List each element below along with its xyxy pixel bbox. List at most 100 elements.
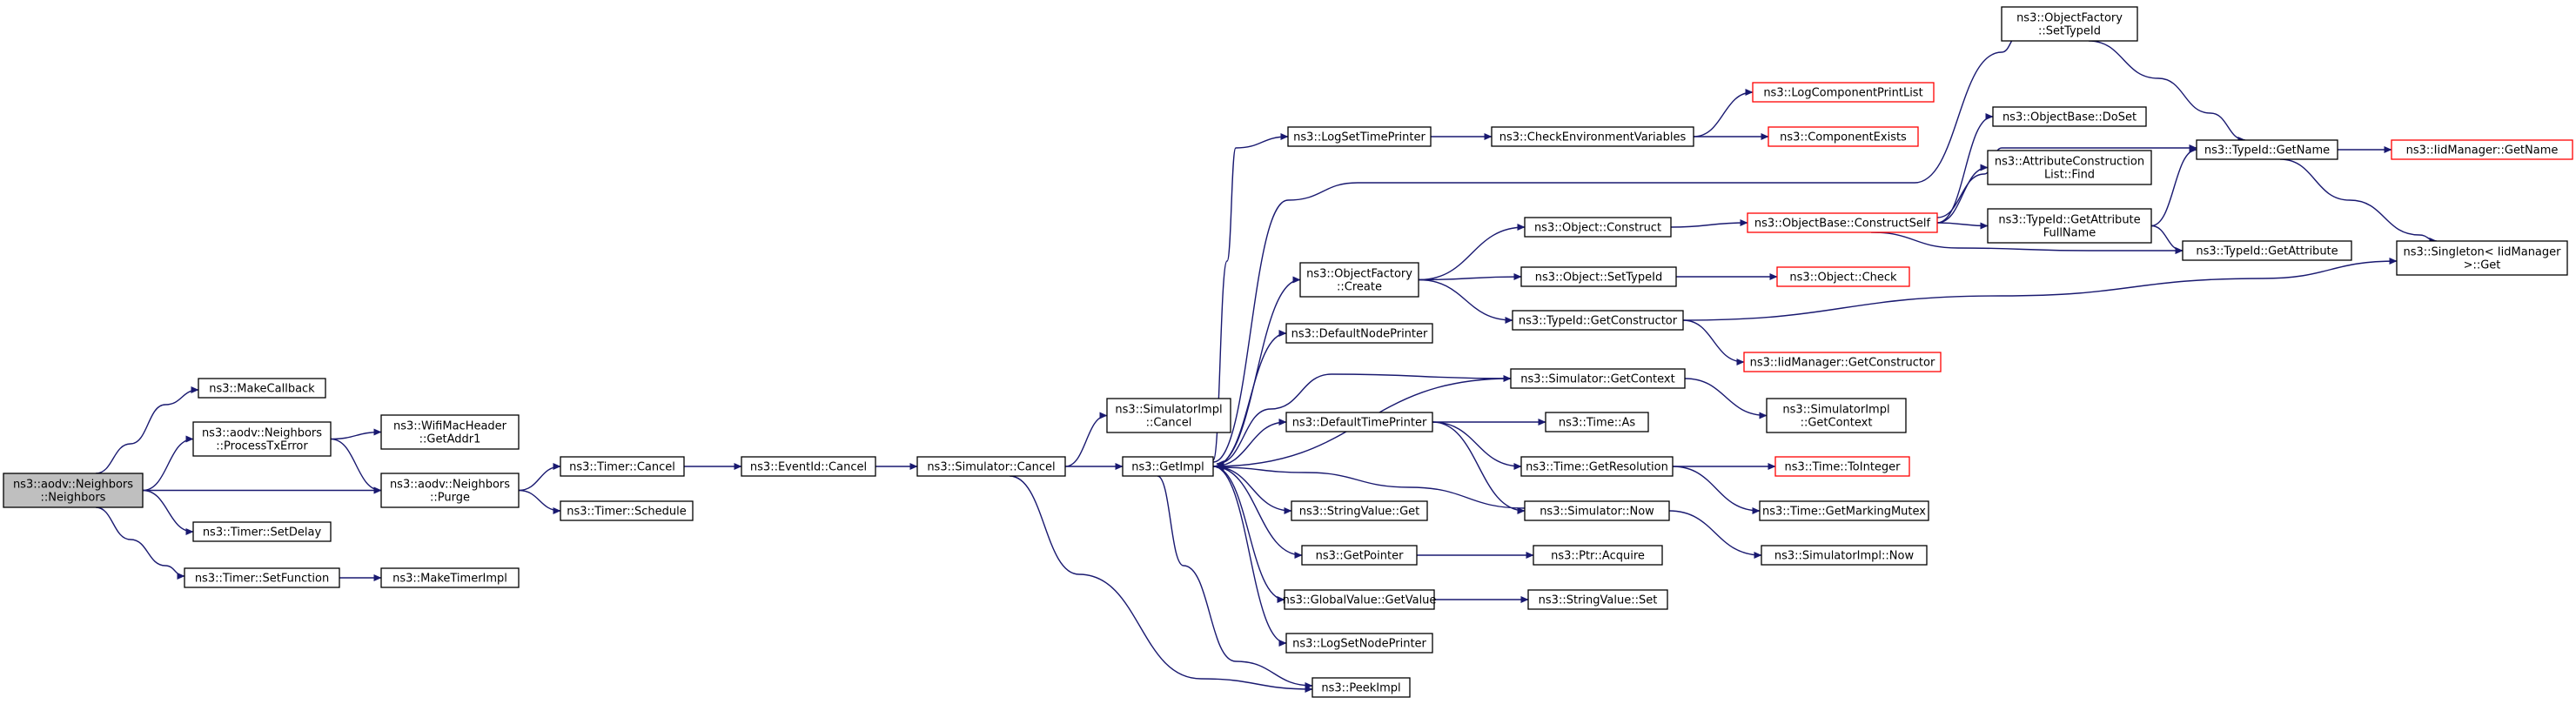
node-ptracquire[interactable]: ns3::Ptr::Acquire	[1533, 545, 1663, 566]
node-stringvalueget[interactable]: ns3::StringValue::Get	[1291, 500, 1428, 521]
node-objectconstruct[interactable]: ns3::Object::Construct	[1524, 217, 1672, 238]
node-makecallback[interactable]: ns3::MakeCallback	[198, 378, 326, 399]
node-singletonget[interactable]: ns3::Singleton< IidManager>::Get	[2396, 240, 2568, 276]
node-label: ns3::Simulator::Now	[1540, 506, 1654, 519]
node-box	[380, 567, 520, 588]
node-root[interactable]: ns3::aodv::Neighbors::Neighbors	[3, 473, 144, 508]
node-label: ::GetContext	[1801, 417, 1873, 430]
node-iidmanagergetname[interactable]: ns3::IidManager::GetName	[2391, 139, 2573, 160]
edge-root-to-processtxerror	[142, 435, 194, 492]
node-setfunction[interactable]: ns3::Timer::SetFunction	[184, 567, 340, 588]
node-label: ns3::Object::Check	[1789, 272, 1897, 285]
node-box	[1285, 323, 1433, 344]
node-box	[560, 456, 685, 477]
edge-typeidgetconstructor-to-singletonget	[1682, 258, 2398, 321]
node-label: ::Purge	[430, 492, 470, 505]
node-label: ns3::SimulatorImpl::Now	[1774, 550, 1915, 563]
edge-simgetcontext-to-simimplgetcontext	[1684, 378, 1768, 419]
node-typeidgetname[interactable]: ns3::TypeId::GetName	[2196, 139, 2338, 160]
node-label: ns3::MakeTimerImpl	[392, 573, 507, 586]
node-label: ::Neighbors	[41, 492, 106, 505]
node-label: ns3::MakeCallback	[209, 383, 315, 396]
node-box	[1987, 150, 2152, 185]
node-peekimpl[interactable]: ns3::PeekImpl	[1311, 677, 1411, 698]
node-processtxerror[interactable]: ns3::aodv::Neighbors::ProcessTxError	[192, 421, 332, 457]
node-logsetnodeprinter[interactable]: ns3::LogSetNodePrinter	[1285, 633, 1433, 654]
node-objectsettypeid[interactable]: ns3::Object::SetTypeId	[1520, 266, 1677, 287]
node-label: ns3::TypeId::GetName	[2204, 144, 2330, 158]
node-simgetcontext[interactable]: ns3::Simulator::GetContext	[1510, 368, 1686, 389]
edge-getimpl-to-objfactorysettypeid	[1212, 31, 2020, 463]
node-checkenvvars[interactable]: ns3::CheckEnvironmentVariables	[1491, 126, 1694, 147]
node-simimplnow[interactable]: ns3::SimulatorImpl::Now	[1761, 545, 1928, 566]
node-objbasedoset[interactable]: ns3::ObjectBase::DoSet	[1992, 106, 2147, 127]
node-timegetmarkingmutex[interactable]: ns3::Time::GetMarkingMutex	[1759, 500, 1929, 521]
node-typeidgetconstructor[interactable]: ns3::TypeId::GetConstructor	[1512, 310, 1684, 331]
node-timeas[interactable]: ns3::Time::As	[1545, 412, 1649, 432]
node-label: ns3::ComponentExists	[1780, 131, 1907, 144]
edge-getimpl-to-logsetnodeprinter	[1212, 466, 1287, 647]
node-timegetresolution[interactable]: ns3::Time::GetResolution	[1520, 456, 1674, 477]
node-timetointeger[interactable]: ns3::Time::ToInteger	[1774, 456, 1910, 477]
node-label: ns3::StringValue::Get	[1299, 506, 1419, 519]
node-purge[interactable]: ns3::aodv::Neighbors::Purge	[380, 473, 520, 508]
edge-typeidgetattrfullname-to-typeidgetname	[2150, 146, 2197, 227]
node-simimplgetcontext[interactable]: ns3::SimulatorImpl::GetContext	[1766, 398, 1907, 433]
node-maketimerimpl[interactable]: ns3::MakeTimerImpl	[380, 567, 520, 588]
node-label: ns3::Time::GetMarkingMutex	[1762, 506, 1926, 519]
node-objectcheck[interactable]: ns3::Object::Check	[1776, 266, 1910, 287]
node-box	[380, 414, 520, 450]
node-box	[741, 456, 876, 477]
edge-objbaseconstructself-to-objbasedoset	[1936, 113, 1994, 224]
edge-getimpl-to-globalvaluegetvalue	[1212, 466, 1285, 603]
node-logcompprintlist[interactable]: ns3::LogComponentPrintList	[1752, 82, 1935, 103]
node-box	[3, 473, 144, 508]
edge-root-to-setfunction	[95, 506, 185, 580]
node-stringvalueset[interactable]: ns3::StringValue::Set	[1527, 589, 1668, 610]
node-label: ns3::SimulatorImpl	[1782, 404, 1889, 417]
node-label: ns3::PeekImpl	[1321, 682, 1400, 695]
node-componentexists[interactable]: ns3::ComponentExists	[1768, 126, 1919, 147]
node-defaultnodeprinter[interactable]: ns3::DefaultNodePrinter	[1285, 323, 1433, 344]
node-box	[380, 473, 520, 508]
node-defaulttimeprinter[interactable]: ns3::DefaultTimePrinter	[1285, 412, 1433, 432]
edge-objbaseconstructself-to-typeidgetattribute	[1870, 231, 2184, 254]
node-getimpl[interactable]: ns3::GetImpl	[1122, 456, 1214, 477]
node-timerschedule[interactable]: ns3::Timer::Schedule	[560, 500, 694, 521]
node-timercancel[interactable]: ns3::Timer::Cancel	[560, 456, 685, 477]
node-label: ns3::GetPointer	[1316, 550, 1404, 563]
node-simnow[interactable]: ns3::Simulator::Now	[1524, 500, 1670, 521]
node-box	[2182, 240, 2352, 261]
node-label: ::GetAddr1	[419, 433, 481, 446]
node-box	[1987, 208, 2152, 244]
node-box	[2391, 139, 2573, 160]
node-label: ns3::Singleton< IidManager	[2403, 246, 2561, 259]
node-label: ns3::TypeId::GetAttribute	[1998, 214, 2140, 227]
node-box	[1545, 412, 1649, 432]
node-label: ns3::LogSetTimePrinter	[1293, 131, 1426, 144]
node-iidmanagergetconstructor[interactable]: ns3::IidManager::GetConstructor	[1743, 352, 1942, 372]
node-box	[1510, 368, 1686, 389]
node-eventidcancel[interactable]: ns3::EventId::Cancel	[741, 456, 876, 477]
edge-simnow-to-getimpl	[1216, 464, 1526, 509]
node-objfactorysettypeid[interactable]: ns3::ObjectFactory::SetTypeId	[2001, 6, 2138, 42]
node-box	[1512, 310, 1684, 331]
node-box	[184, 567, 340, 588]
node-setdelay[interactable]: ns3::Timer::SetDelay	[192, 521, 332, 542]
node-objfactorycreate[interactable]: ns3::ObjectFactory::Create	[1299, 262, 1419, 298]
node-box	[2396, 240, 2568, 276]
node-getpointer[interactable]: ns3::GetPointer	[1301, 545, 1418, 566]
node-objbaseconstructself[interactable]: ns3::ObjectBase::ConstructSelf	[1747, 212, 1938, 233]
node-globalvaluegetvalue[interactable]: ns3::GlobalValue::GetValue	[1283, 589, 1437, 610]
node-label: ns3::TypeId::GetAttribute	[2196, 245, 2338, 258]
node-logsettimeprinter[interactable]: ns3::LogSetTimePrinter	[1287, 126, 1432, 147]
edge-objbaseconstructself-to-attrconstructionlistfind	[1936, 164, 1989, 224]
node-simimplcancel[interactable]: ns3::SimulatorImpl::Cancel	[1106, 398, 1231, 433]
node-simcancel[interactable]: ns3::Simulator::Cancel	[916, 456, 1066, 477]
node-typeidgetattribute[interactable]: ns3::TypeId::GetAttribute	[2182, 240, 2352, 261]
edge-getimpl-to-logsettimeprinter	[1212, 133, 1289, 461]
edge-simnow-to-simimplnow	[1668, 510, 1762, 559]
node-getaddr1[interactable]: ns3::WifiMacHeader::GetAddr1	[380, 414, 520, 450]
